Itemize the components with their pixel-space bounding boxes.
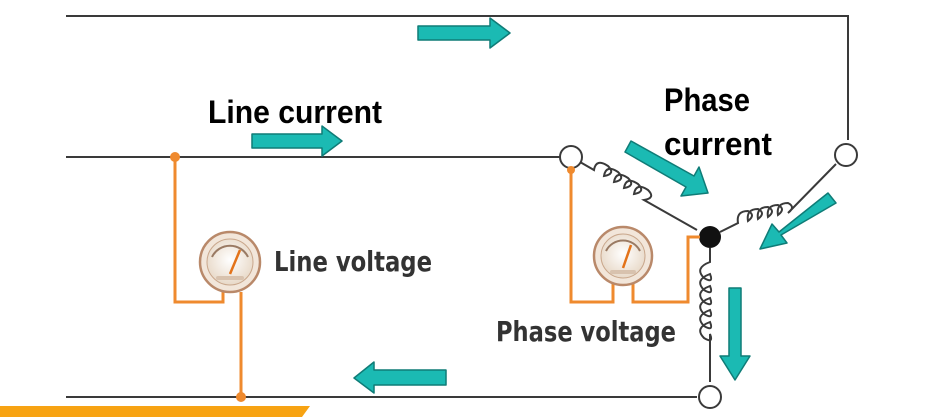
line-voltmeter bbox=[198, 230, 262, 294]
junction-dot-bottom bbox=[236, 392, 246, 402]
winding-right-coil bbox=[719, 163, 837, 233]
phase-voltmeter-wire-left bbox=[569, 168, 615, 304]
arrow-right-winding-diagonal bbox=[759, 192, 837, 250]
winding-left-coil bbox=[579, 161, 698, 231]
arrow-top-right bbox=[417, 17, 511, 49]
arrow-bottom-left bbox=[353, 361, 447, 394]
current-arrows bbox=[251, 17, 837, 394]
terminal-left bbox=[559, 145, 583, 169]
phase-voltmeter bbox=[592, 225, 654, 287]
junction-dot-phase bbox=[567, 166, 575, 174]
wires bbox=[66, 15, 849, 398]
phase-voltmeter-face bbox=[600, 233, 646, 279]
terminals bbox=[559, 143, 858, 409]
arrow-phase-current-diagonal bbox=[624, 140, 709, 197]
neutral-point bbox=[699, 226, 721, 248]
line-voltmeter-needle bbox=[228, 249, 242, 275]
terminal-right bbox=[834, 143, 858, 167]
meter-wiring bbox=[173, 157, 700, 397]
phase-voltmeter-wire-right bbox=[631, 235, 700, 304]
phase-current-label-line1: Phase bbox=[664, 82, 750, 118]
line-voltmeter-base bbox=[216, 276, 244, 280]
phase-voltmeter-base bbox=[610, 270, 636, 274]
phase-voltmeter-needle bbox=[621, 244, 633, 269]
terminal-bottom bbox=[698, 385, 722, 409]
arrow-line-current-right bbox=[251, 125, 343, 157]
phase-voltmeter-scale bbox=[605, 239, 641, 252]
phase-voltage-label: Phase voltage bbox=[496, 315, 676, 348]
line-voltmeter-wire-top bbox=[173, 157, 225, 304]
top-line-wire bbox=[66, 15, 849, 140]
phase-current-label-line2: current bbox=[664, 126, 772, 162]
arrow-bottom-winding-down bbox=[719, 287, 751, 381]
winding-bottom-coil bbox=[699, 248, 713, 382]
accent-bar bbox=[0, 406, 310, 417]
junction-dot-middle bbox=[170, 152, 180, 162]
windings bbox=[579, 161, 837, 382]
line-voltage-label: Line voltage bbox=[274, 245, 432, 278]
line-voltmeter-scale bbox=[211, 244, 249, 258]
line-current-label: Line current bbox=[208, 94, 382, 130]
